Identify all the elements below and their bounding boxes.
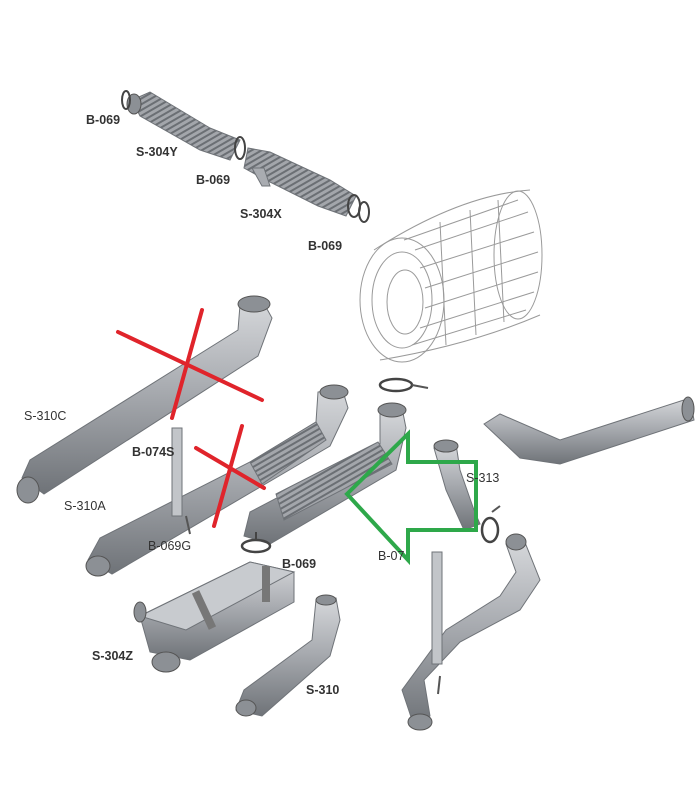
label-b069-top: B-069 xyxy=(86,113,120,127)
pipe-s310 xyxy=(235,594,341,717)
filter-drum-outline xyxy=(359,189,543,363)
muffler-s304z xyxy=(133,561,296,673)
pipe-center-bellows xyxy=(243,402,407,545)
clamp-b069-center xyxy=(240,532,272,554)
pipe-s310a xyxy=(85,384,349,577)
pipe-s310c xyxy=(16,295,273,504)
label-b074s-left: B-074S xyxy=(132,445,174,459)
label-s304x: S-304X xyxy=(240,207,282,221)
clamp-ring-under-filter xyxy=(378,377,429,393)
label-s310c: S-310C xyxy=(24,409,66,423)
label-s310: S-310 xyxy=(306,683,339,697)
label-s313: S-313 xyxy=(466,471,499,485)
bracket-b074s-left xyxy=(171,427,183,517)
label-s310a: S-310A xyxy=(64,499,106,513)
cross-mark-s310c xyxy=(116,308,264,420)
pipe-right-long xyxy=(401,533,541,731)
bracket-right xyxy=(431,551,443,695)
label-b069-right: B-069 xyxy=(308,239,342,253)
label-b069-center: B-069 xyxy=(282,557,316,571)
arrow-mark-green xyxy=(344,429,478,566)
label-b07s-right: B-07 xyxy=(378,549,404,563)
label-b069-mid: B-069 xyxy=(196,173,230,187)
label-s304z: S-304Z xyxy=(92,649,133,663)
flex-pipe-s304x xyxy=(243,147,370,223)
clamp-b069-top xyxy=(121,90,246,160)
label-s304y: S-304Y xyxy=(136,145,178,159)
pipe-top-right-curve xyxy=(483,396,695,465)
cross-mark-s310a xyxy=(194,424,266,528)
label-b069g: B-069G xyxy=(148,539,191,553)
bolt-b069g xyxy=(185,515,191,535)
clamp-right xyxy=(480,505,501,544)
elbow-s313 xyxy=(433,439,481,531)
